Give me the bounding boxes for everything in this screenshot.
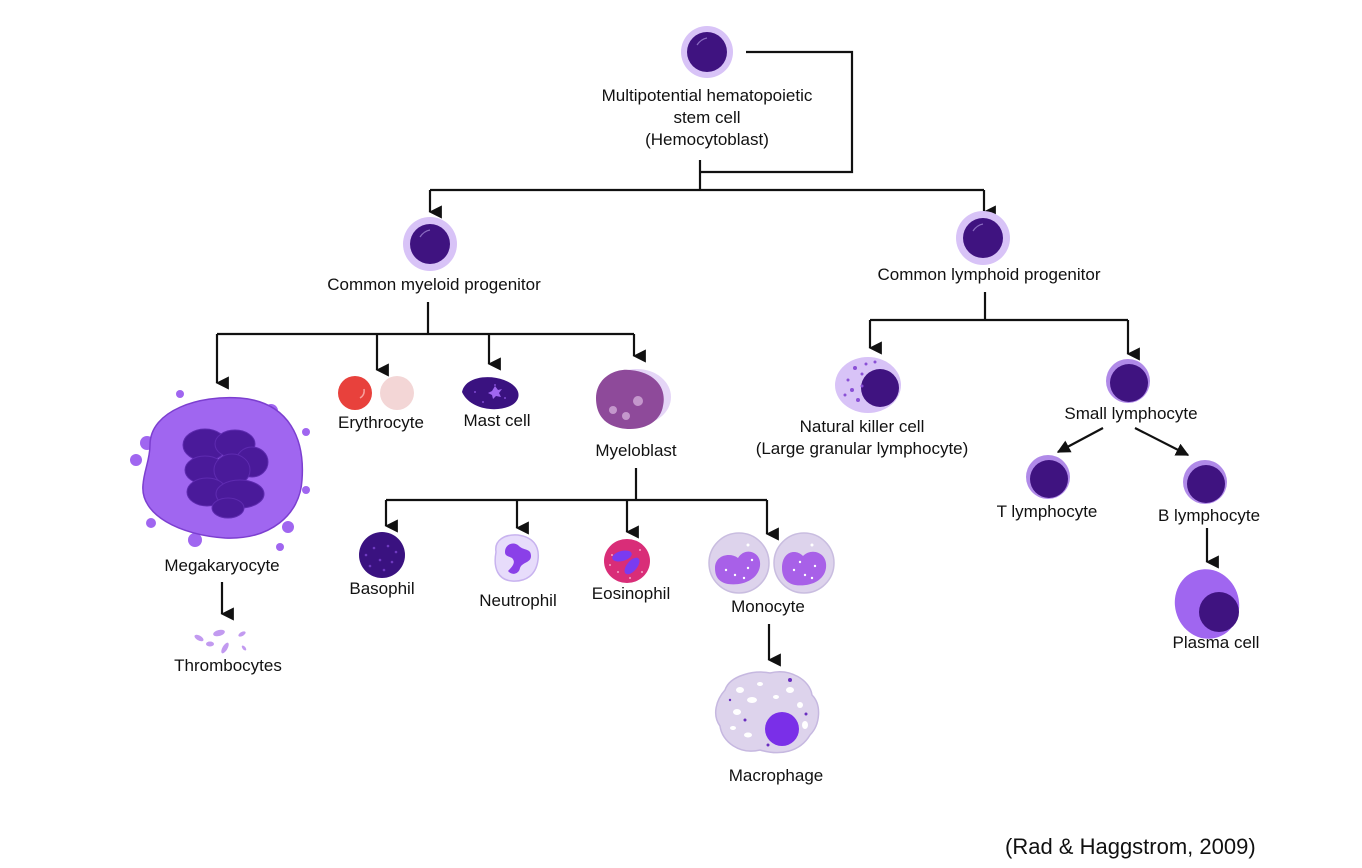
erythrocyte-icon <box>338 376 414 410</box>
basophil-icon <box>359 532 405 578</box>
plasma-cell-label: Plasma cell <box>1172 633 1260 652</box>
hsc-label: Multipotential hematopoietic stem cell (… <box>602 85 813 151</box>
nk-cell-label-line2: (Large granular lymphocyte) <box>755 439 969 458</box>
eosinophil-label: Eosinophil <box>591 584 671 603</box>
nk-cell-label-line1: Natural killer cell <box>799 417 925 436</box>
basophil-label: Basophil <box>349 579 415 598</box>
megakaryocyte-label: Megakaryocyte <box>164 556 280 575</box>
self-renewal-loop <box>700 50 854 174</box>
megakaryocyte-icon <box>130 390 310 551</box>
arrow-to-b-lymphocyte <box>1134 427 1190 456</box>
erythrocyte-label: Erythrocyte <box>338 413 424 432</box>
mast-cell-label: Mast cell <box>463 411 531 430</box>
small-lymphocyte-label: Small lymphocyte <box>1064 404 1198 423</box>
b-lymphocyte-icon <box>1183 460 1227 504</box>
monocyte-icon <box>708 532 835 594</box>
thrombocytes-label: Thrombocytes <box>174 656 282 675</box>
hsc-label-line3: (Hemocytoblast) <box>645 130 769 149</box>
clp-label: Common lymphoid progenitor <box>877 265 1101 284</box>
neutrophil-icon <box>494 534 540 582</box>
t-lymphocyte-label: T lymphocyte <box>996 502 1098 521</box>
nk-cell-icon <box>835 357 901 413</box>
thrombocytes-icon <box>194 629 247 654</box>
cmp-cell-icon <box>403 217 457 271</box>
macrophage-label: Macrophage <box>728 766 824 785</box>
eosinophil-icon <box>604 539 650 583</box>
nk-cell-label: Natural killer cell (Large granular lymp… <box>756 416 969 460</box>
monocyte-label: Monocyte <box>731 597 805 616</box>
cmp-label: Common myeloid progenitor <box>327 275 541 294</box>
hsc-label-line2: stem cell <box>673 108 741 127</box>
connectors <box>215 50 1219 667</box>
plasma-cell-icon <box>1174 569 1240 639</box>
hsc-cell-icon <box>681 26 733 78</box>
mast-cell-icon <box>462 377 519 410</box>
hsc-label-line1: Multipotential hematopoietic <box>601 86 813 105</box>
clp-cell-icon <box>956 211 1010 265</box>
arrow-to-t-lymphocyte <box>1056 427 1104 453</box>
neutrophil-label: Neutrophil <box>479 591 557 610</box>
t-lymphocyte-icon <box>1026 455 1070 499</box>
myeloblast-icon <box>596 369 671 430</box>
myeloblast-label: Myeloblast <box>595 441 677 460</box>
small-lymphocyte-icon <box>1106 359 1150 403</box>
citation: (Rad & Haggstrom, 2009) <box>1005 834 1256 859</box>
b-lymphocyte-label: B lymphocyte <box>1157 506 1261 525</box>
macrophage-icon <box>714 671 820 754</box>
